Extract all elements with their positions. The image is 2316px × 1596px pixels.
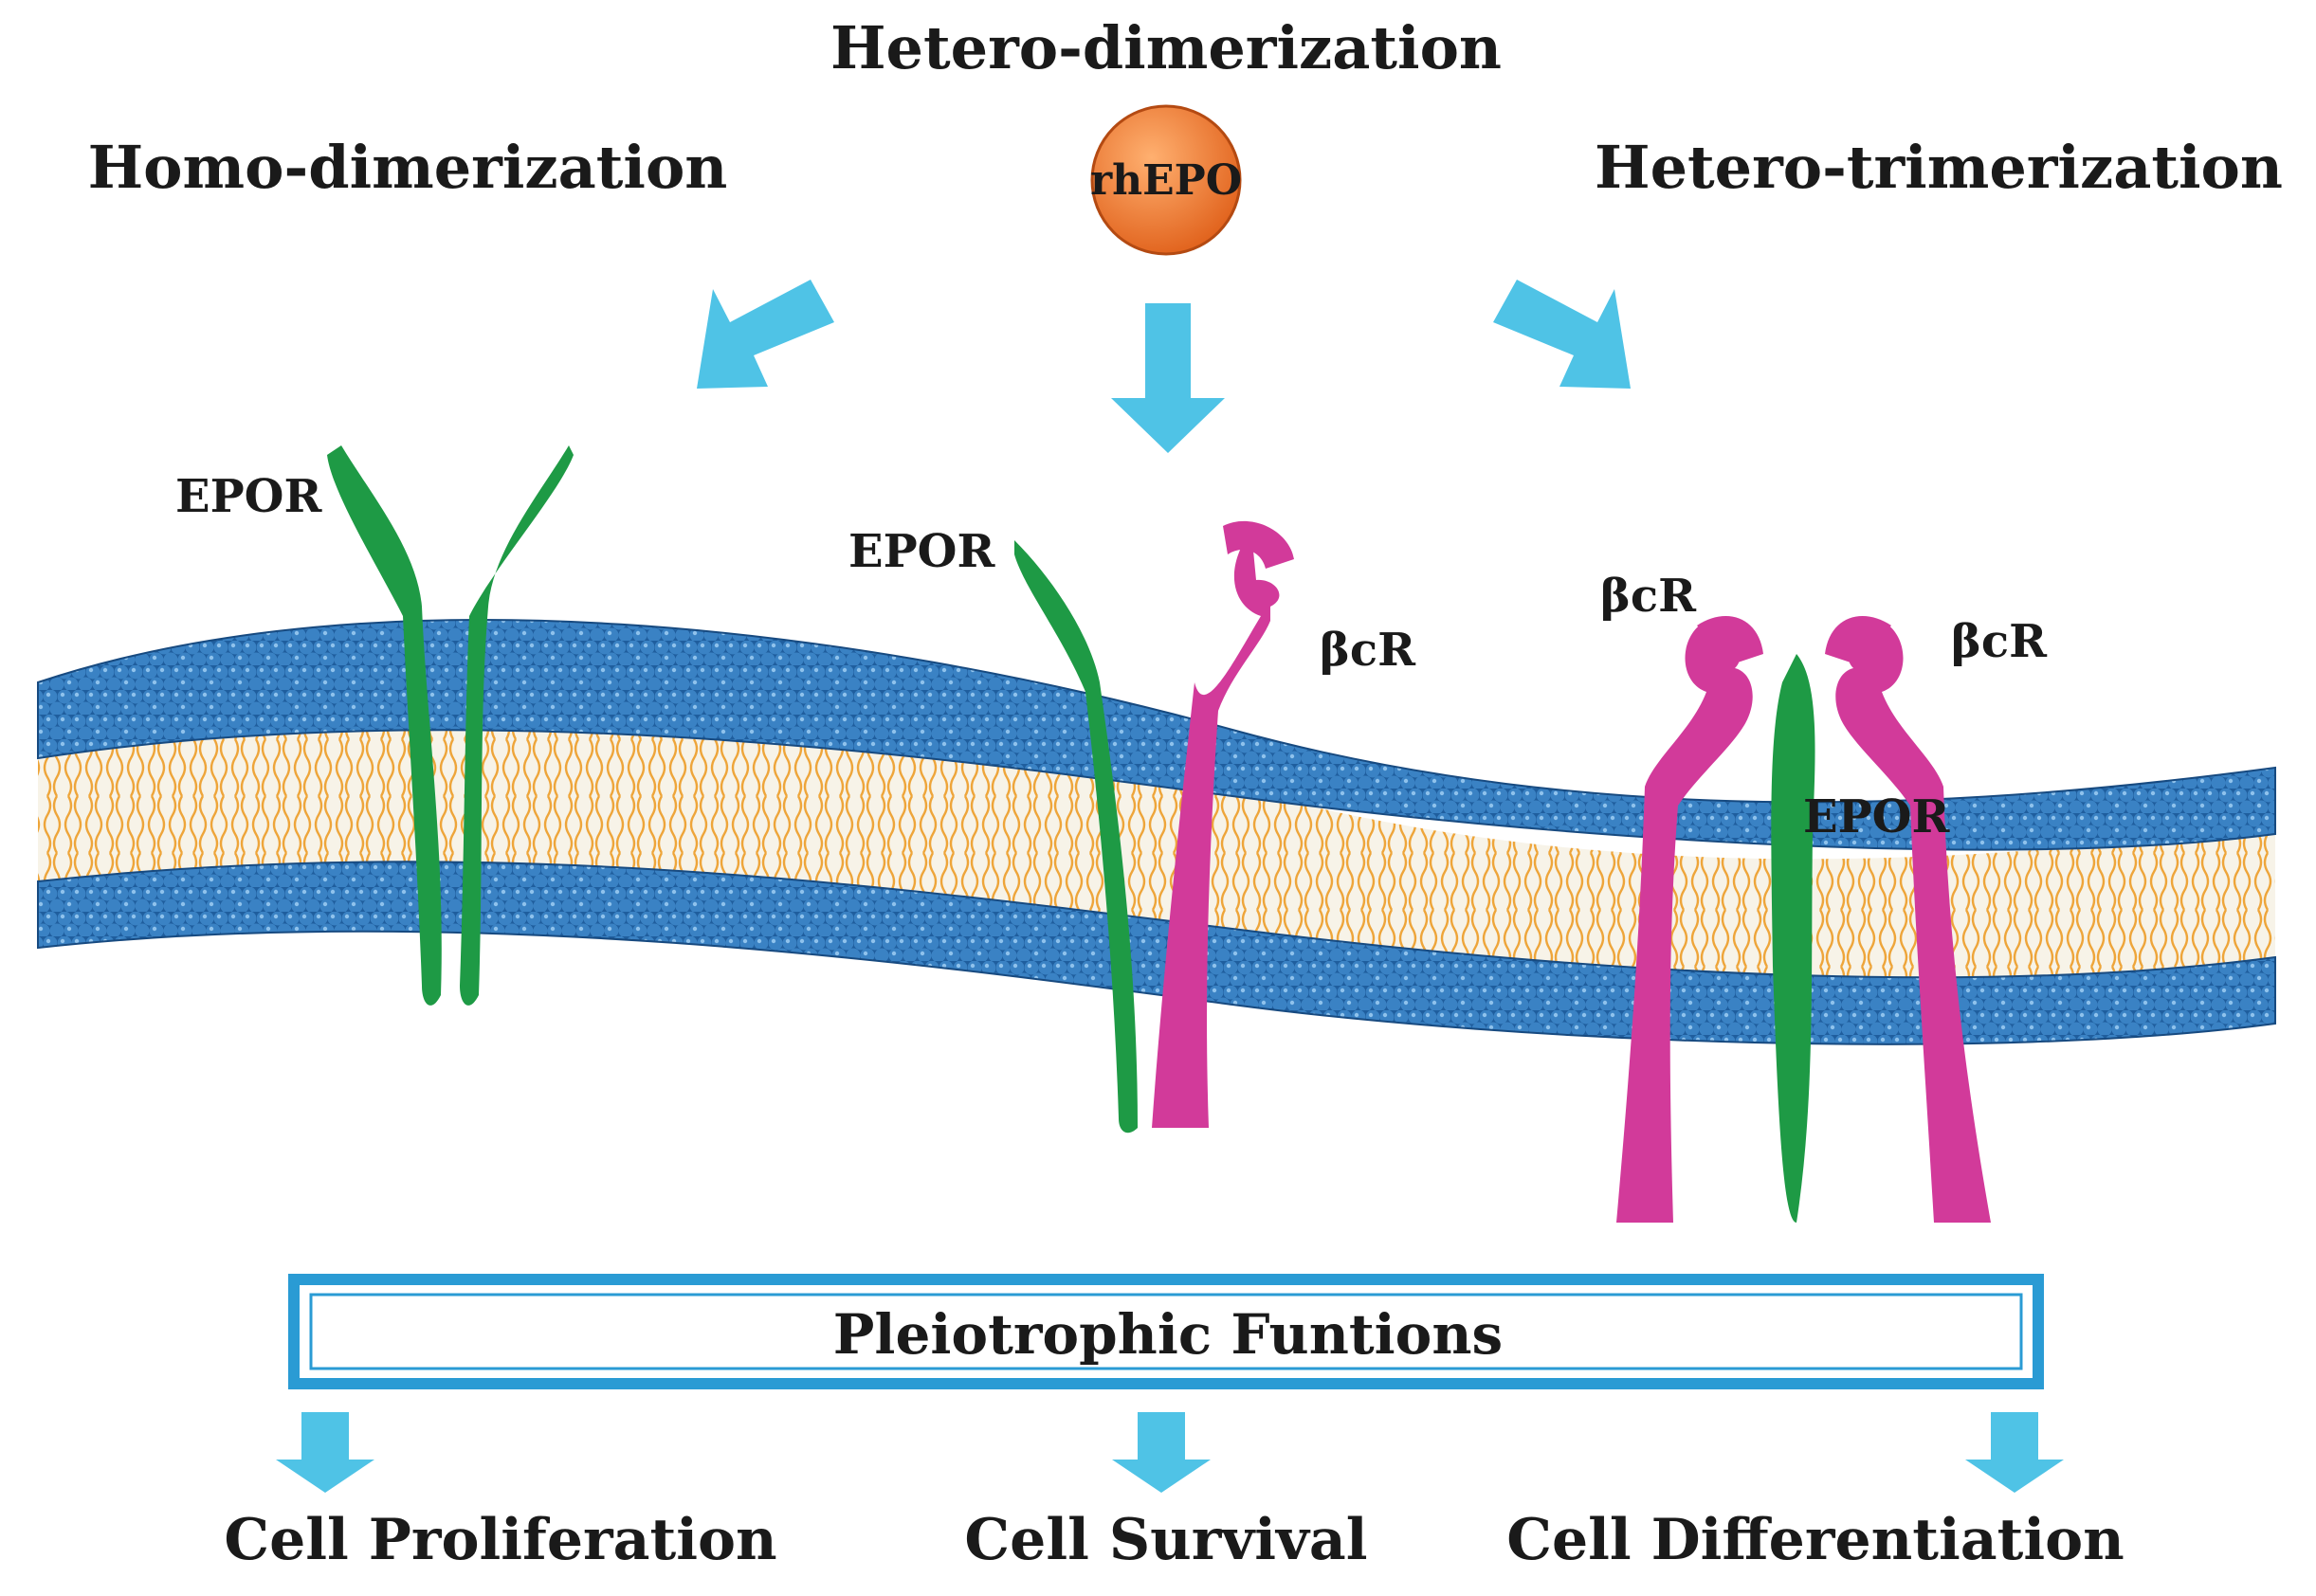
arrow-to-hetero-tri <box>1493 280 1631 389</box>
membrane-outer-heads <box>37 619 2276 851</box>
bcr-trimer-right <box>1825 616 1991 1223</box>
label-bcr-right-b: βcR <box>1951 615 2048 668</box>
label-epor-right: EPOR <box>1803 790 1950 843</box>
title-hetero-dimerization: Hetero-dimerization <box>830 13 1502 82</box>
epor-trimer <box>1771 654 1815 1223</box>
bcr-heterodimer <box>1152 520 1294 1128</box>
epor-heterodimer <box>1014 540 1138 1134</box>
pleiotrophic-functions-label: Pleiotrophic Funtions <box>833 1302 1503 1367</box>
outcome-proliferation: Cell Proliferation <box>224 1507 776 1573</box>
label-epor-left: EPOR <box>175 470 322 523</box>
arrow-to-survival <box>1112 1412 1211 1493</box>
bcr-trimer-left <box>1616 616 1763 1223</box>
title-homo-dimerization: Homo-dimerization <box>88 133 728 202</box>
arrow-to-differentiation <box>1965 1412 2064 1493</box>
membrane-lipid-tails <box>38 677 2275 983</box>
arrow-to-homo <box>697 280 834 389</box>
membrane-inner-heads <box>37 861 2276 1045</box>
arrow-to-hetero-di <box>1111 303 1225 453</box>
rhepo-label: rhEPO <box>1090 156 1242 205</box>
label-epor-mid: EPOR <box>848 525 995 578</box>
title-hetero-trimerization: Hetero-trimerization <box>1595 133 2283 202</box>
arrow-to-proliferation <box>276 1412 374 1493</box>
outcome-survival: Cell Survival <box>964 1507 1367 1573</box>
rhepo-ligand: rhEPO <box>1090 104 1242 256</box>
label-bcr-mid: βcR <box>1320 624 1416 677</box>
label-bcr-right-a: βcR <box>1600 570 1697 623</box>
outcome-differentiation: Cell Differentiation <box>1506 1507 2125 1573</box>
pleiotrophic-functions-box: Pleiotrophic Funtions <box>288 1274 2044 1389</box>
epor-homodimer <box>327 445 574 1006</box>
